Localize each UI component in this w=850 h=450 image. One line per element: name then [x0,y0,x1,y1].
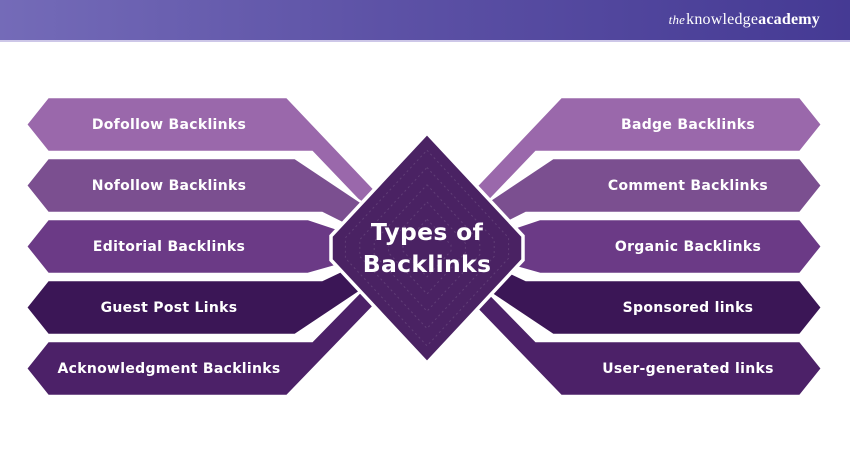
banner-nofollow-label: Nofollow Backlinks [92,178,246,194]
center-hexagon-shape [329,130,525,366]
brand-logo: theknowledgeacademy [669,12,820,28]
logo-the: the [668,12,686,27]
banner-sponsored-label: Sponsored links [623,300,754,316]
banner-comment-label: Comment Backlinks [608,178,768,194]
hexagon-texture-ring [388,201,466,295]
banner-user-generated-label: User-generated links [602,361,774,377]
banner-sponsored-links: Sponsored links [446,241,824,337]
hexagon-texture-ring [402,218,452,278]
banner-editorial-backlinks: Editorial Backlinks [24,217,370,276]
banner-organic-label: Organic Backlinks [615,239,761,255]
banner-acknowledgment-label: Acknowledgment Backlinks [57,361,280,377]
header-bar: theknowledgeacademy [0,0,850,42]
banner-editorial-label: Editorial Backlinks [93,239,245,255]
banner-guest-post-label: Guest Post Links [101,300,238,316]
banner-comment-backlinks: Comment Backlinks [446,156,824,255]
logo-academy: academy [758,11,820,28]
diagram-title-line1: Types of [371,218,484,246]
banner-dofollow-label: Dofollow Backlinks [92,117,246,133]
banner-organic-backlinks: Organic Backlinks [478,217,824,276]
center-hexagon: Types of Backlinks [329,130,525,366]
logo-knowledge: knowledge [686,11,759,28]
diagram-title-line2: Backlinks [363,250,492,278]
banner-badge-label: Badge Backlinks [621,117,755,133]
